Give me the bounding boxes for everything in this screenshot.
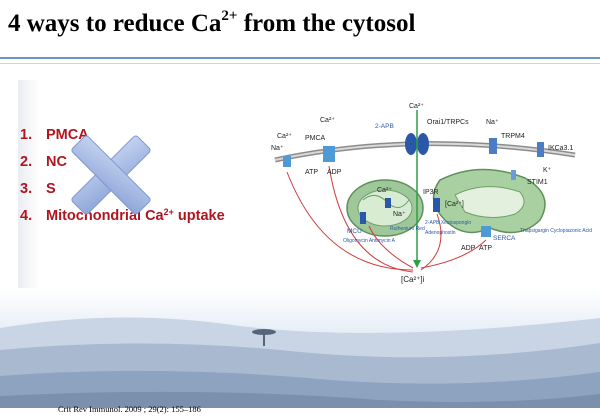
landscape-background bbox=[0, 288, 600, 420]
adenophostin-label: Adenophostin bbox=[425, 230, 456, 236]
kca-label: IKCa3.1 bbox=[548, 145, 573, 152]
ip3r-label: IP3R bbox=[423, 189, 439, 196]
ca-removal-arrows bbox=[286, 165, 487, 273]
two-apb-label: 2-APB bbox=[375, 123, 394, 130]
pmca-pump-icon bbox=[323, 146, 335, 162]
atp-pm-label: ATP bbox=[305, 169, 318, 176]
mito-exchanger-icon bbox=[385, 198, 391, 208]
title-rule bbox=[0, 57, 600, 59]
citation: Crit Rev Immunol. 2009 ; 29(2): 155–186 bbox=[58, 404, 201, 414]
thapsigargin-label: Thapsigargin Cyclopiazonic Acid bbox=[520, 228, 592, 234]
na-top-label: Na⁺ bbox=[486, 119, 499, 126]
adp-er-label: ADP bbox=[461, 245, 476, 252]
ruthenium-label: Ruthenium Red bbox=[390, 226, 425, 232]
stim1-icon bbox=[511, 170, 516, 180]
ca-mito-label: Ca²⁺ bbox=[377, 187, 392, 194]
kca-channel-icon bbox=[537, 142, 544, 157]
list-item: 3.S bbox=[20, 181, 56, 197]
ca-er-label: [Ca²⁺] bbox=[445, 201, 464, 208]
serca-label: SERCA bbox=[493, 235, 516, 242]
trpm4-label: TRPM4 bbox=[501, 133, 525, 140]
title-rule-thin bbox=[0, 63, 600, 64]
na-ncx-label: Na⁺ bbox=[271, 145, 284, 152]
trpm4-channel-icon bbox=[489, 138, 497, 154]
k-plus-label: K⁺ bbox=[543, 167, 552, 174]
serca-pump-icon bbox=[481, 226, 491, 237]
pmca-label: PMCA bbox=[305, 135, 326, 142]
mcu-drugs-label: Oligomycin Antimycin A bbox=[343, 238, 396, 244]
ncx-exchanger-icon bbox=[283, 156, 291, 167]
ca-top-label: Ca²⁺ bbox=[409, 103, 424, 110]
ip3r-icon bbox=[433, 198, 440, 212]
atp-er-label: ATP bbox=[479, 245, 492, 252]
ca-pmca-label: Ca²⁺ bbox=[320, 117, 335, 124]
cross-out-icon bbox=[71, 135, 151, 215]
slide-title: 4 ways to reduce Ca2+ from the cytosol bbox=[8, 8, 416, 37]
calcium-pathway-diagram: Ca²⁺ Orai1/TRPCs 2-APB Na⁺ TRPM4 IKCa3.1… bbox=[271, 103, 592, 284]
orai-channel-icon bbox=[405, 133, 429, 155]
orai-label: Orai1/TRPCs bbox=[427, 119, 469, 126]
mcu-label: MCU bbox=[347, 228, 362, 235]
list-item: 2.NC bbox=[20, 154, 67, 170]
mcu-icon bbox=[360, 212, 366, 224]
stim1-label: STIM1 bbox=[527, 179, 548, 186]
na-mito-label: Na⁺ bbox=[393, 211, 406, 218]
left-accent-band bbox=[18, 80, 40, 300]
xestospongin-label: 2-APB Xestospongin bbox=[425, 220, 471, 226]
tree-icon bbox=[252, 329, 276, 346]
list-item: 1.PMCA bbox=[20, 127, 89, 143]
ca-ncx-label: Ca²⁺ bbox=[277, 133, 292, 140]
cytosolic-ca-label: [Ca²⁺]i bbox=[401, 275, 425, 284]
adp-pm-label: ADP bbox=[327, 169, 342, 176]
